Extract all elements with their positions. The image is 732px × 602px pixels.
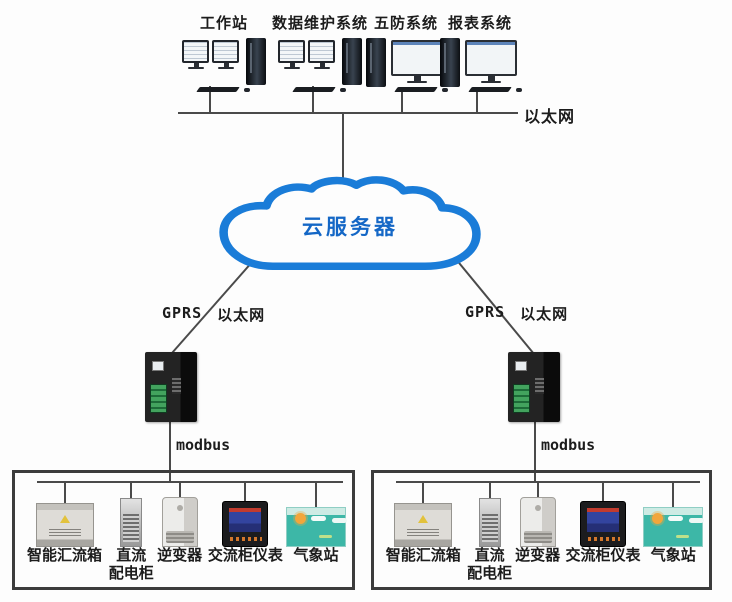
device-dc-cabinet: 直流配电柜 bbox=[109, 482, 154, 585]
device-drop-line bbox=[244, 482, 247, 495]
device-combiner-box: 智能汇流箱 bbox=[379, 482, 467, 585]
device-drop-line bbox=[422, 482, 425, 495]
system-data-maintenance: 数据维护系统 bbox=[272, 12, 368, 94]
dc-cabinet-icon bbox=[120, 498, 143, 547]
system-workstation: 工作站 bbox=[180, 12, 268, 94]
dc-cabinet-icon bbox=[478, 498, 501, 547]
dual-monitor-workstation-icon bbox=[278, 38, 362, 94]
combiner-box-icon bbox=[35, 503, 94, 547]
gprs-label: GPRS bbox=[162, 304, 203, 322]
inverter-icon bbox=[161, 497, 198, 547]
device-label: 配电柜 bbox=[108, 565, 154, 582]
single-monitor-workstation-icon bbox=[438, 38, 522, 94]
device-label: 直流 bbox=[116, 547, 147, 564]
system-label: 报表系统 bbox=[447, 15, 512, 32]
device-inverter: 逆变器 bbox=[154, 482, 206, 585]
system-report: 报表系统 bbox=[436, 12, 524, 94]
device-drop-line bbox=[488, 482, 491, 495]
cloud-icon bbox=[219, 176, 481, 270]
ac-meter-icon bbox=[222, 501, 269, 547]
device-weather-station: 气象站 bbox=[642, 482, 704, 585]
device-ac-meter: 交流柜仪表 bbox=[206, 482, 285, 585]
device-drop-line bbox=[130, 482, 133, 495]
system-label: 数据维护系统 bbox=[272, 15, 369, 32]
device-label: 逆变器 bbox=[515, 547, 561, 564]
terminal-block-icon bbox=[513, 384, 530, 413]
device-label: 气象站 bbox=[293, 547, 339, 564]
device-drop-line bbox=[63, 482, 66, 495]
left-link-labels: GPRS 以太网 bbox=[162, 304, 265, 325]
dual-monitor-workstation-icon bbox=[182, 38, 266, 94]
device-label: 智能汇流箱 bbox=[26, 547, 102, 564]
right-link-labels: GPRS 以太网 bbox=[465, 303, 568, 324]
device-ac-meter: 交流柜仪表 bbox=[564, 482, 643, 585]
gprs-label: GPRS bbox=[465, 303, 506, 321]
device-drop-line bbox=[315, 482, 318, 495]
single-monitor-workstation-icon bbox=[364, 38, 448, 94]
weather-station-icon bbox=[643, 507, 704, 547]
ac-meter-icon bbox=[580, 501, 627, 547]
modbus-label: modbus bbox=[176, 436, 231, 454]
gprs-gateway-device bbox=[508, 352, 560, 422]
site-equipment-box: 智能汇流箱直流配电柜逆变器交流柜仪表气象站 bbox=[371, 470, 712, 590]
device-label: 交流柜仪表 bbox=[207, 547, 283, 564]
terminal-block-icon bbox=[150, 384, 167, 413]
ethernet-bus-label: 以太网 bbox=[524, 109, 576, 126]
site-equipment-box: 智能汇流箱直流配电柜逆变器交流柜仪表气象站 bbox=[12, 470, 355, 590]
gprs-gateway-device bbox=[145, 352, 197, 422]
device-label: 交流柜仪表 bbox=[565, 547, 641, 564]
inverter-icon bbox=[519, 497, 556, 547]
device-dc-cabinet: 直流配电柜 bbox=[467, 482, 513, 585]
device-label: 智能汇流箱 bbox=[385, 547, 461, 564]
weather-station-icon bbox=[286, 507, 347, 547]
modbus-label: modbus bbox=[541, 436, 596, 454]
device-inverter: 逆变器 bbox=[512, 482, 564, 585]
device-label: 气象站 bbox=[650, 547, 696, 564]
device-drop-line bbox=[602, 482, 605, 495]
cloud-server-label: 云服务器 bbox=[302, 216, 398, 239]
device-label: 直流 bbox=[474, 547, 505, 564]
device-drop-line bbox=[672, 482, 675, 495]
device-label: 逆变器 bbox=[157, 547, 203, 564]
device-drop-line bbox=[178, 482, 181, 495]
system-five-prevention: 五防系统 bbox=[362, 12, 450, 94]
device-weather-station: 气象站 bbox=[285, 482, 347, 585]
combiner-box-icon bbox=[394, 503, 453, 547]
site-bus-line bbox=[396, 481, 700, 483]
device-drop-line bbox=[536, 482, 539, 495]
system-label: 五防系统 bbox=[373, 15, 438, 32]
site-bus-line bbox=[37, 481, 343, 483]
device-label: 配电柜 bbox=[467, 565, 513, 582]
device-combiner-box: 智能汇流箱 bbox=[20, 482, 109, 585]
system-label: 工作站 bbox=[199, 15, 248, 32]
ethernet-label: 以太网 bbox=[520, 306, 569, 323]
ethernet-label: 以太网 bbox=[217, 307, 266, 324]
